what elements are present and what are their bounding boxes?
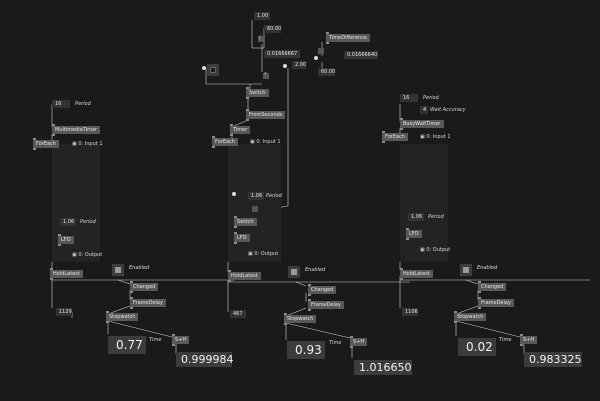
middle-lfo-period-input[interactable]: 1.06 — [248, 192, 264, 200]
middle-ratio-output: 0.01666667 — [264, 50, 300, 58]
right-lfo-node[interactable]: LFO — [406, 228, 422, 240]
middle-framedelay-node[interactable]: FrameDelay — [308, 299, 344, 311]
middle-fromseconds-node[interactable]: FromSeconds — [246, 109, 286, 121]
right-output-pin[interactable]: ▣ — [420, 247, 425, 253]
middle-sh-node[interactable]: S+H — [350, 336, 368, 348]
middle-time-value: 0.93 — [287, 341, 325, 359]
right-input-pin-label: ▣ 0: Input 1 — [420, 133, 451, 141]
middle-timer-node[interactable]: Timer — [230, 124, 251, 136]
left-enabled-toggle[interactable] — [112, 264, 124, 276]
middle-divide-node[interactable]: / — [258, 35, 264, 42]
right-wait-input[interactable]: 4 — [420, 106, 428, 114]
middle-stopwatch-node[interactable]: Stopwatch — [284, 313, 317, 325]
middle-output-pin[interactable]: ▣ — [248, 251, 253, 257]
right-input-label: 0: Input 1 — [426, 134, 451, 140]
middle-timediff-pin[interactable] — [318, 48, 324, 54]
left-period-label: Period — [75, 101, 91, 107]
right-count-output: 1106 — [402, 308, 418, 316]
left-enabled-toggle-fill — [115, 267, 121, 273]
middle-enabled-toggle-fill — [291, 269, 297, 275]
left-time-value: 0.77 — [108, 336, 146, 354]
middle-time-label: Time — [329, 340, 342, 346]
right-busywaittimer-node[interactable]: BusyWaitTimer — [400, 118, 444, 130]
middle-result-value: 1.016650 — [354, 360, 412, 375]
middle-output-pin-label: ▣ 0: Output — [248, 250, 278, 258]
right-stopwatch-node[interactable]: Stopwatch — [454, 311, 487, 323]
left-stopwatch-node[interactable]: Stopwatch — [106, 311, 139, 323]
middle-timedifference-node[interactable]: TimeDifference — [326, 32, 371, 44]
right-sh-node[interactable]: S+H — [520, 334, 538, 346]
middle-input-dot[interactable] — [202, 66, 206, 70]
middle-foreach-region — [228, 144, 281, 262]
right-changed-node[interactable]: Changed — [478, 281, 507, 293]
left-input-pin-label: ▣ 0: Input 1 — [72, 140, 103, 148]
left-lfo-period-input[interactable]: 1.06 — [60, 218, 76, 226]
middle-lfo-period-label: Period — [266, 193, 282, 199]
left-output-label: 0: Output — [78, 252, 103, 258]
left-foreach-node[interactable]: ForEach — [33, 138, 59, 150]
middle-bang-dot[interactable] — [314, 56, 318, 60]
right-output-label: 0: Output — [426, 247, 451, 253]
middle-two-input[interactable]: 2.00 — [292, 61, 306, 69]
left-output-pin-label: ▣ 0: Output — [72, 251, 102, 259]
left-output-pin[interactable]: ▣ — [72, 252, 77, 258]
left-enabled-label: Enabled — [129, 265, 150, 271]
middle-switch-toggle-fill — [210, 67, 216, 73]
right-enabled-label: Enabled — [477, 265, 498, 271]
left-input-label: 0: Input 1 — [78, 141, 103, 147]
middle-foreach-node[interactable]: ForEach — [212, 136, 238, 148]
middle-multiply-node[interactable]: * — [263, 72, 269, 79]
left-framedelay-node[interactable]: FrameDelay — [130, 297, 166, 309]
right-foreach-region — [400, 144, 448, 262]
middle-input-pin-label: ▣ 0: Input 1 — [250, 138, 281, 146]
middle-one-input[interactable]: 1.00 — [254, 12, 270, 20]
right-lfo-period-input[interactable]: 1.06 — [408, 213, 424, 221]
left-result-value: 0.999984 — [176, 352, 234, 367]
right-result-value: 0.983325 — [524, 352, 582, 367]
right-period-input[interactable]: 16 — [400, 94, 418, 102]
right-holdlatest-node[interactable]: HoldLatest — [400, 268, 433, 280]
right-period-label: Period — [423, 95, 439, 101]
left-lfo-period-label: Period — [80, 219, 96, 225]
right-lfo-period-label: Period — [428, 214, 444, 220]
right-wait-label: Wait Accuracy — [430, 107, 466, 113]
middle-enabled-toggle[interactable] — [288, 266, 300, 278]
left-holdlatest-node[interactable]: HoldLatest — [50, 268, 83, 280]
right-foreach-node[interactable]: ForEach — [382, 131, 408, 143]
left-multimediatimer-node[interactable]: MultimediaTimer — [52, 124, 101, 136]
middle-count-output: 467 — [230, 310, 246, 318]
middle-diff-output: 0.01666640 — [344, 51, 378, 59]
left-count-output: 1129 — [56, 308, 72, 316]
right-time-label: Time — [499, 337, 512, 343]
middle-switch2-node[interactable]: Switch — [234, 216, 257, 228]
right-time-value: 0.02 — [458, 338, 496, 356]
left-input-pin[interactable]: ▣ — [72, 141, 77, 147]
left-time-label: Time — [149, 337, 162, 343]
left-period-input[interactable]: 16 — [52, 100, 70, 108]
middle-sixty-b-output: 60.00 — [318, 68, 335, 76]
left-lfo-node[interactable]: LFO — [58, 234, 74, 246]
right-enabled-toggle[interactable] — [460, 264, 472, 276]
middle-enabled-label: Enabled — [305, 267, 326, 273]
left-sh-node[interactable]: S+H — [172, 334, 190, 346]
middle-two-dot[interactable] — [283, 64, 287, 68]
middle-holdlatest-node[interactable]: HoldLatest — [228, 270, 261, 282]
middle-input-pin[interactable]: ▣ — [250, 139, 255, 145]
left-changed-node[interactable]: Changed — [130, 281, 159, 293]
middle-sixty-a-input[interactable]: 60.00 — [264, 25, 281, 33]
middle-output-label: 0: Output — [254, 251, 279, 257]
middle-inner-multiply-node[interactable] — [252, 206, 258, 212]
middle-input-label: 0: Input 1 — [256, 139, 281, 145]
middle-loop-dot[interactable] — [232, 192, 236, 196]
middle-switch-toggle[interactable] — [207, 64, 219, 76]
middle-changed-node[interactable]: Changed — [308, 284, 337, 296]
middle-lfo-node[interactable]: LFO — [234, 232, 250, 244]
middle-switch-node[interactable]: Switch — [246, 87, 269, 99]
right-output-pin-label: ▣ 0: Output — [420, 246, 450, 254]
right-enabled-toggle-fill — [463, 267, 469, 273]
right-input-pin[interactable]: ▣ — [420, 134, 425, 140]
right-framedelay-node[interactable]: FrameDelay — [478, 297, 514, 309]
